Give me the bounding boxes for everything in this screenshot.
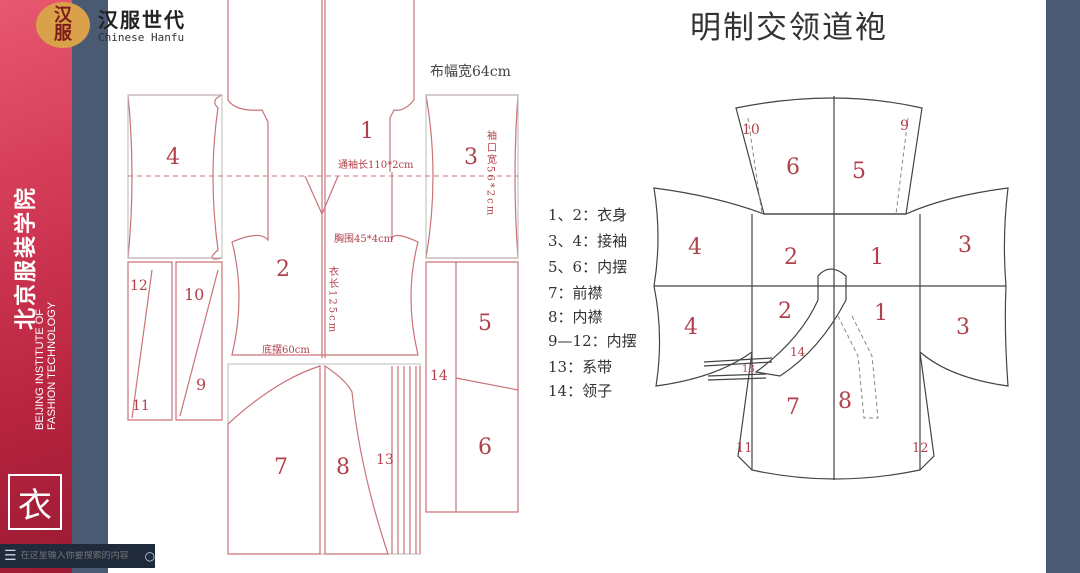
piece-13-straps: [391, 366, 421, 554]
assembled-label-9: 9: [900, 118, 909, 134]
assembled-garment: 1 1 2 2 3 3 4 4 5 6 7 8 9 10 11 12 13 14: [653, 96, 1009, 480]
legend-item: 3、4：接袖: [548, 232, 627, 250]
piece-9-10-outline: [175, 261, 223, 421]
neck-notch: [304, 175, 339, 216]
logo-name-en: Chinese Hanfu: [98, 31, 185, 44]
piece-7-outline: [227, 365, 321, 555]
layout-label-12: 12: [130, 278, 148, 294]
assembled-label-2: 2: [784, 245, 798, 270]
tie-line-4: [707, 377, 767, 381]
assembled-label-3b: 3: [956, 315, 970, 340]
layout-label-2: 2: [276, 257, 290, 282]
piece-5-6-outline: [425, 261, 519, 513]
assembled-label-7: 7: [786, 395, 800, 420]
layout-label-3: 3: [464, 145, 478, 170]
assembled-label-12: 12: [912, 441, 929, 456]
legend-item: 14：领子: [548, 382, 612, 400]
assembled-label-14: 14: [790, 345, 806, 359]
layout-label-11: 11: [132, 398, 150, 414]
left-window-edge: [72, 0, 108, 573]
assembled-label-1: 1: [870, 245, 884, 270]
legend: 1、2：衣身 3、4：接袖 5、6：内摆 7：前襟 8：内襟 9—12：内摆 1…: [548, 206, 637, 400]
legend-item: 8：内襟: [548, 308, 603, 326]
piece-4-outline: [127, 94, 223, 260]
layout-label-8: 8: [336, 455, 350, 480]
layout-label-10: 10: [184, 285, 204, 304]
ties: [703, 357, 773, 381]
piece-11-12-outline: [127, 261, 173, 421]
side-piece-11: [737, 351, 753, 471]
assembled-label-5: 5: [852, 159, 866, 184]
assembled-label-13: 13: [742, 364, 755, 375]
legend-item: 7：前襟: [548, 284, 603, 302]
hanfu-logo-text: 汉服世代 Chinese Hanfu: [98, 4, 186, 44]
assembled-label-8: 8: [838, 389, 852, 414]
piece-8-outline: [324, 364, 389, 555]
tie-line-3: [707, 373, 767, 377]
collar: [754, 268, 847, 377]
chest-note: 胸围45*4cm: [334, 232, 394, 245]
body-length-note: 衣长125cm: [327, 265, 339, 334]
upper-dashed: [747, 117, 909, 215]
legend-item: 1、2：衣身: [548, 206, 627, 224]
legend-item: 13：系带: [548, 358, 612, 376]
sleeve-length-note: 通袖长110*2cm: [338, 158, 414, 171]
hanfu-logo-badge: 汉 服: [36, 2, 90, 48]
layout-label-13: 13: [376, 452, 394, 468]
logo-name-cn: 汉服世代: [98, 8, 186, 32]
assembled-label-4b: 4: [684, 315, 698, 340]
layout-label-7: 7: [274, 455, 288, 480]
garment-body: [653, 187, 1009, 480]
menu-icon[interactable]: ☰: [4, 548, 17, 564]
assembled-label-2b: 2: [778, 299, 792, 324]
inner-panel-dashed: [837, 315, 879, 419]
assembled-label-1b: 1: [874, 301, 888, 326]
cutting-layout: 1 2 3 4 5 6 7 8 9 10 11 12 13 14 布幅宽64cm…: [127, 0, 519, 555]
cuff-width-note: 袖口宽56*2cm: [485, 129, 497, 217]
layout-label-14: 14: [430, 368, 448, 384]
fabric-width-label: 布幅宽64cm: [430, 63, 511, 80]
layout-label-5: 5: [478, 311, 492, 336]
right-window-edge: [1046, 0, 1080, 573]
legend-item: 9—12：内摆: [548, 332, 637, 350]
legend-item: 5、6：内摆: [548, 258, 627, 276]
layout-label-4: 4: [166, 145, 180, 170]
assembled-label-6: 6: [786, 155, 800, 180]
search-input[interactable]: [16, 551, 145, 561]
layout-label-1: 1: [360, 119, 374, 144]
assembled-label-4: 4: [688, 235, 702, 260]
tie-line-2: [703, 361, 773, 367]
hem-note: 底摆60cm: [262, 343, 310, 356]
upper-flaps: [735, 97, 923, 215]
school-emblem-icon: 衣: [8, 474, 62, 530]
side-piece-12: [919, 351, 935, 471]
tie-line-1: [703, 357, 773, 363]
page-title: 明制交领道袍: [690, 10, 888, 46]
layout-label-9: 9: [196, 375, 206, 394]
assembled-label-10: 10: [742, 122, 760, 138]
assembled-label-11: 11: [736, 441, 753, 456]
taskbar-search: ☰ ○: [0, 544, 155, 568]
search-icon[interactable]: ○: [144, 549, 156, 563]
layout-label-6: 6: [478, 435, 492, 460]
piece-1-outline: [227, 0, 415, 172]
assembled-label-3: 3: [958, 233, 972, 258]
